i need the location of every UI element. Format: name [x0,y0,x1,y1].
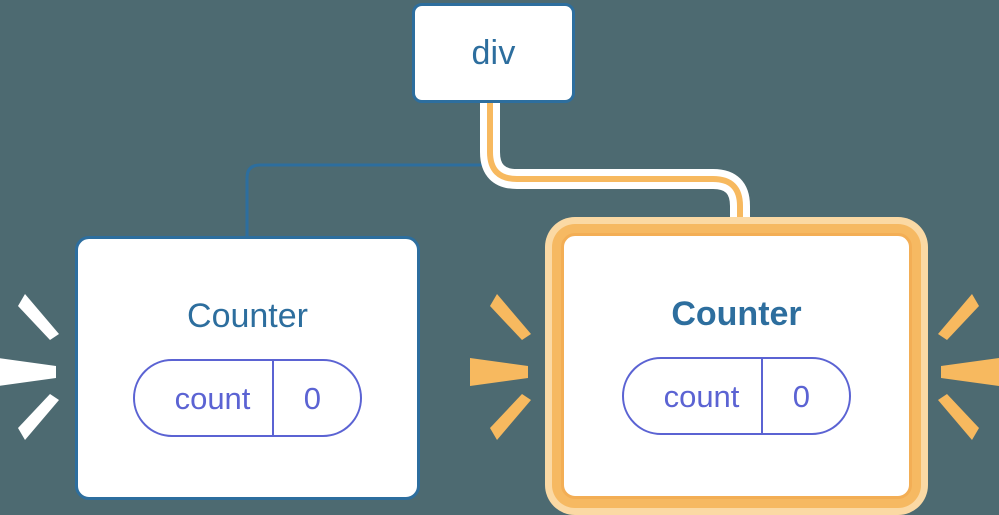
state-key-label: count [663,378,740,414]
node-counter-left-title: Counter [187,297,308,335]
spark-ray-top [938,294,979,340]
state-key-label: count [174,380,251,416]
spark-ray-top [490,294,531,340]
burst-counter-right-left [470,282,536,452]
state-value-label: 0 [761,359,849,433]
spark-ray-bottom [938,394,979,440]
edge-div-to-counter-left [245,101,494,242]
node-counter-right-title: Counter [671,295,802,333]
spark-ray-middle [0,358,56,386]
edge-div-to-counter-right-halo [480,103,750,232]
burst-counter-right-right [933,282,999,452]
node-counter-left[interactable]: Counter count 0 [75,236,420,500]
spark-ray-bottom [490,394,531,440]
state-value-label: 0 [272,361,360,435]
edge-div-to-counter-right [487,103,743,232]
state-pill-counter-left: count 0 [132,359,363,437]
state-pill-counter-right: count 0 [621,357,852,435]
node-div[interactable]: div [412,3,575,103]
spark-ray-bottom [18,394,59,440]
node-counter-right[interactable]: Counter count 0 [561,233,912,499]
node-div-title: div [471,34,516,72]
spark-ray-middle [941,358,999,386]
spark-ray-top [18,294,59,340]
burst-counter-left [0,282,64,452]
spark-ray-middle [470,358,528,386]
